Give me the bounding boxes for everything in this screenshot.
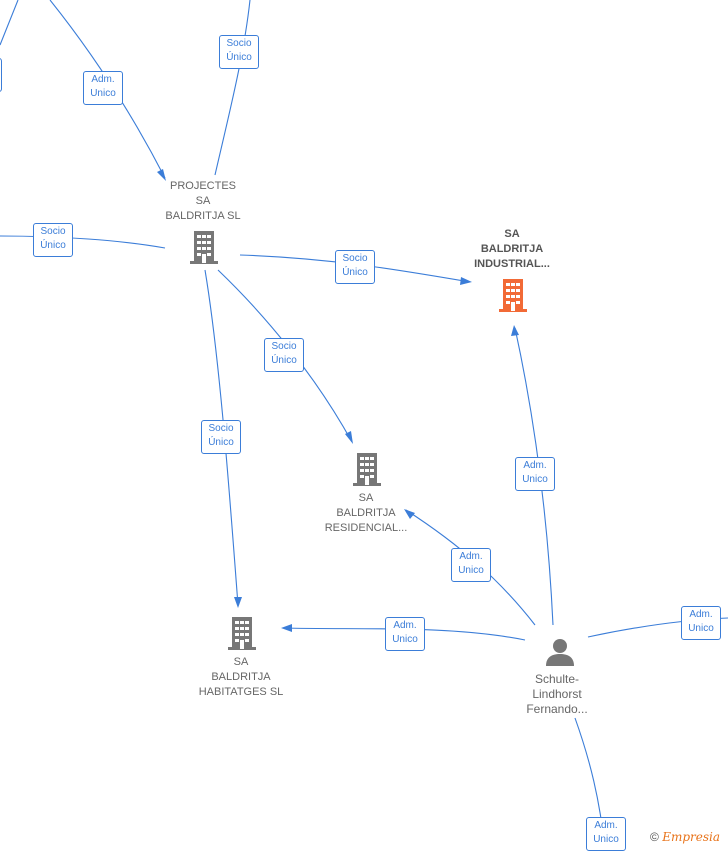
building-icon[interactable] — [226, 615, 258, 651]
arrow-to-residencial-adm — [404, 509, 415, 519]
edge-label-sch-ind[interactable]: Adm.Unico — [515, 457, 555, 491]
arrow-to-residencial-socio — [345, 431, 353, 444]
arrow-to-projectes-adm — [157, 169, 166, 181]
edge-label-right-adm[interactable]: Adm.Unico — [681, 606, 721, 640]
edge-left-socio — [0, 235, 166, 249]
edge-label-cut[interactable] — [0, 58, 2, 92]
person-icon[interactable] — [544, 636, 576, 668]
edge-top-socio — [214, 0, 251, 176]
edge-topleft — [0, 0, 19, 46]
copyright-footer: © Empresia — [650, 830, 720, 844]
building-icon[interactable] — [351, 451, 383, 487]
edge-label-sch-hab[interactable]: Adm.Unico — [385, 617, 425, 651]
edge-label-top-adm[interactable]: Adm.Unico — [83, 71, 123, 105]
arrow-to-industrial-adm — [511, 325, 519, 336]
edge-label-sch-res[interactable]: Adm.Unico — [451, 548, 491, 582]
edge-label-bottom-adm[interactable]: Adm.Unico — [586, 817, 626, 851]
brand-logo[interactable]: Empresia — [662, 830, 720, 844]
arrow-to-industrial-socio — [460, 277, 472, 285]
arrow-to-habitatges-adm — [281, 624, 292, 632]
arrow-to-habitatges-socio — [234, 597, 242, 608]
building-icon[interactable] — [188, 229, 220, 265]
copyright-icon: © — [650, 830, 659, 844]
building-icon[interactable] — [497, 277, 529, 313]
